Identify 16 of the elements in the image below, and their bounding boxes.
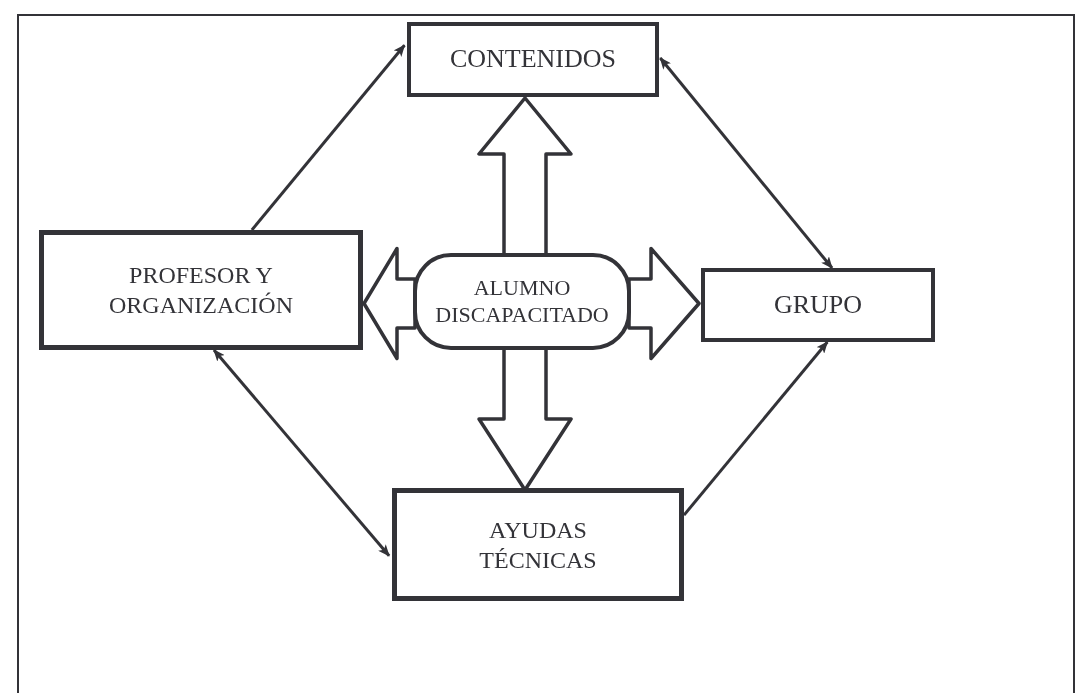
process-box (392, 488, 684, 601)
node-label: GRUPO (773, 288, 863, 321)
arrow (212, 349, 391, 557)
rounded-box (413, 253, 631, 350)
node-label: AYUDAS TÉCNICAS (478, 515, 598, 575)
arrow (682, 341, 829, 517)
block-arrow (362, 246, 417, 361)
node-label: PROFESOR Y ORGANIZACIÓN (108, 261, 294, 320)
process-box (701, 268, 935, 342)
arrow (659, 57, 834, 269)
block-arrow (627, 246, 701, 361)
process-box (39, 230, 363, 350)
node-label: CONTENIDOS (449, 43, 617, 76)
arrow (250, 44, 406, 231)
node-label: ALUMNO DISCAPACITADO (434, 275, 610, 328)
process-box (407, 22, 659, 97)
